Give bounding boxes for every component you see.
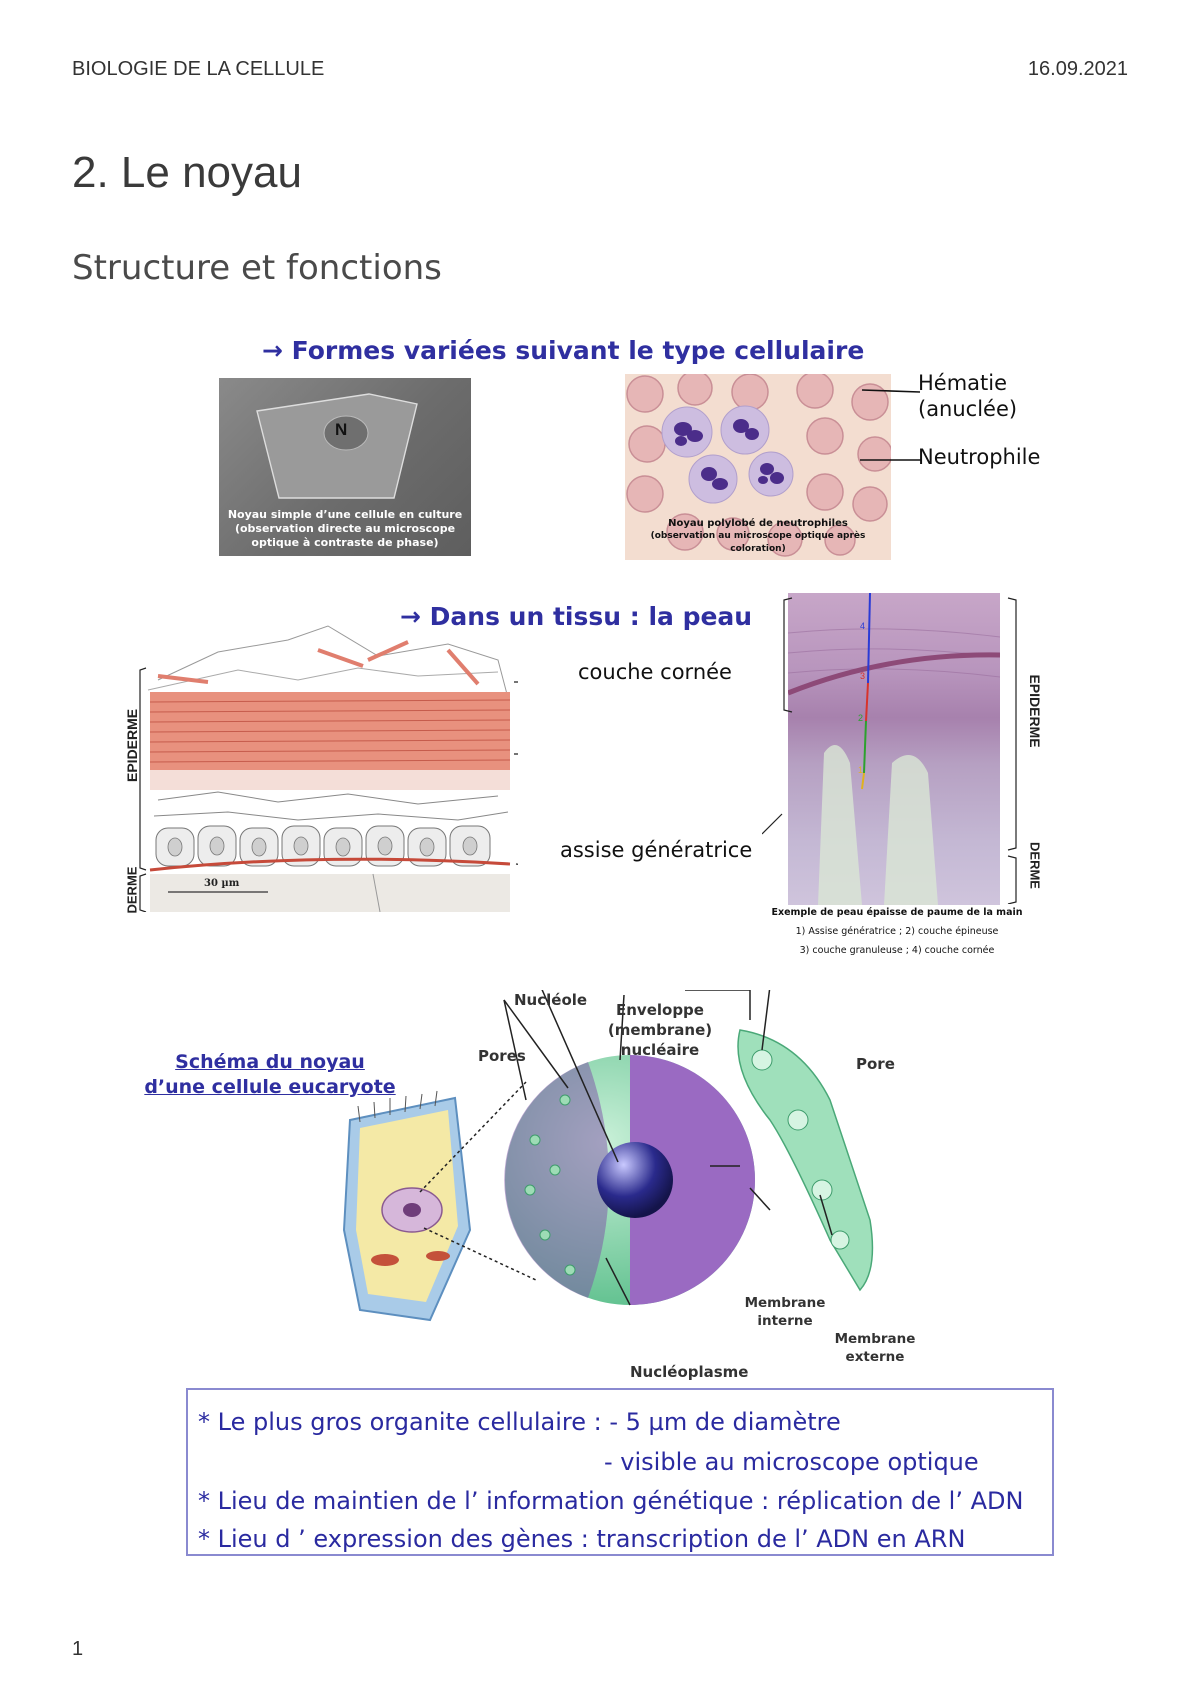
- drawing-epiderme-label: EPIDERME: [124, 708, 140, 782]
- enveloppe-label-line: Enveloppe: [616, 1001, 704, 1019]
- histology-caption: Exemple de peau épaisse de paume de la m…: [752, 903, 1042, 960]
- nucleus-label: N: [335, 420, 348, 439]
- running-header-date: 16.09.2021: [1027, 58, 1128, 80]
- skin-layers-figure: [139, 625, 565, 913]
- nucleus-diagram: [342, 990, 874, 1322]
- photo2-caption-line: Noyau polylobé de neutrophiles: [668, 518, 848, 529]
- membrane-interne-label: Membrane interne: [740, 1294, 830, 1330]
- histo-mark: 1: [858, 765, 864, 775]
- photo1-caption-line: optique à contraste de phase): [251, 536, 439, 549]
- schema-title-line: Schéma du noyau: [175, 1051, 365, 1073]
- neutrophile-label: Neutrophile: [918, 445, 1041, 469]
- nucleoplasme-label: Nucléoplasme: [630, 1363, 749, 1381]
- enveloppe-label-line: (membrane): [607, 1021, 713, 1039]
- histo-mark: 4: [860, 621, 866, 631]
- histology-caption-line: 3) couche granuleuse ; 4) couche cornée: [799, 945, 995, 956]
- enveloppe-label: Enveloppe (membrane) nucléaire: [600, 1000, 720, 1060]
- section1-heading: → Formes variées suivant le type cellula…: [262, 336, 865, 365]
- pores-label: Pores: [478, 1047, 526, 1065]
- histology-figure: [788, 593, 1000, 905]
- summary-line: * Lieu d ’ expression des gènes : transc…: [198, 1525, 966, 1553]
- schema-title-line: d’une cellule eucaryote: [144, 1076, 396, 1098]
- membrane-externe-label: Membrane externe: [830, 1330, 920, 1366]
- histo-mark: 3: [860, 671, 866, 681]
- summary-line: * Lieu de maintien de l’ information gén…: [198, 1487, 1024, 1515]
- nucleus-sphere-figure: [504, 1055, 755, 1305]
- drawing-derme-label: DERME: [124, 866, 140, 914]
- histology-caption-line: 1) Assise génératrice ; 2) couche épineu…: [795, 926, 999, 937]
- phase-contrast-photo: N Noyau simple d’une cellule en culture …: [219, 378, 471, 556]
- photo2-leader-lines: [860, 389, 922, 461]
- hematie-label-line: (anuclée): [918, 397, 1018, 421]
- nucleole-label: Nucléole: [514, 991, 588, 1009]
- eukaryotic-cell-figure: [342, 1090, 472, 1322]
- summary-box: * Le plus gros organite cellulaire : - 5…: [186, 1388, 1054, 1556]
- membrane-externe-line: externe: [845, 1349, 905, 1365]
- histology-caption-line: Exemple de peau épaisse de paume de la m…: [771, 907, 1023, 918]
- couche-cornee-label: couche cornée: [578, 660, 732, 684]
- skin-histology-photo: 4 3 2 1: [788, 593, 1000, 905]
- membrane-figure: [737, 1029, 874, 1292]
- histo-mark: 2: [858, 713, 864, 723]
- membrane-externe-line: Membrane: [834, 1331, 916, 1347]
- cell-outline-figure: [256, 393, 418, 499]
- section2-heading: → Dans un tissu : la peau: [400, 602, 753, 631]
- enveloppe-label-line: nucléaire: [620, 1041, 700, 1059]
- photo2-caption: Noyau polylobé de neutrophiles (observat…: [625, 517, 891, 556]
- schema-title: Schéma du noyau d’une cellule eucaryote: [140, 1050, 400, 1100]
- membrane-interne-line: Membrane: [744, 1295, 826, 1311]
- hematie-label: Hématie (anuclée): [918, 370, 1017, 422]
- photo1-caption-line: (observation directe au microscope: [234, 522, 456, 535]
- photo1-caption-line: Noyau simple d’une cellule en culture: [227, 508, 463, 521]
- page-title: 2. Le noyau: [72, 148, 302, 197]
- summary-line: * Le plus gros organite cellulaire : - 5…: [198, 1408, 841, 1436]
- scale-bar-label: 30 µm: [204, 878, 240, 889]
- skin-drawing: EPIDERME DERME 30 µm: [118, 620, 565, 914]
- histo-derme-label: DERME: [1027, 842, 1043, 889]
- membrane-interne-line: interne: [757, 1313, 813, 1329]
- photo2-caption-line: (observation au microscope optique après…: [650, 531, 866, 554]
- histo-epiderme-label: EPIDERME: [1027, 674, 1043, 748]
- running-header-title: BIOLOGIE DE LA CELLULE: [72, 58, 325, 80]
- hematie-label-line: Hématie: [918, 371, 1008, 395]
- section-subtitle: Structure et fonctions: [72, 248, 442, 288]
- summary-line: - visible au microscope optique: [604, 1448, 979, 1476]
- assise-generatrice-label: assise génératrice: [560, 838, 753, 862]
- histology-brackets: [762, 597, 1017, 904]
- pore-label: Pore: [856, 1055, 895, 1073]
- page-number: 1: [72, 1638, 84, 1660]
- blood-smear-photo: Noyau polylobé de neutrophiles (observat…: [625, 374, 891, 560]
- photo1-caption: Noyau simple d’une cellule en culture (o…: [219, 508, 471, 550]
- blood-cells-figure: [626, 374, 891, 557]
